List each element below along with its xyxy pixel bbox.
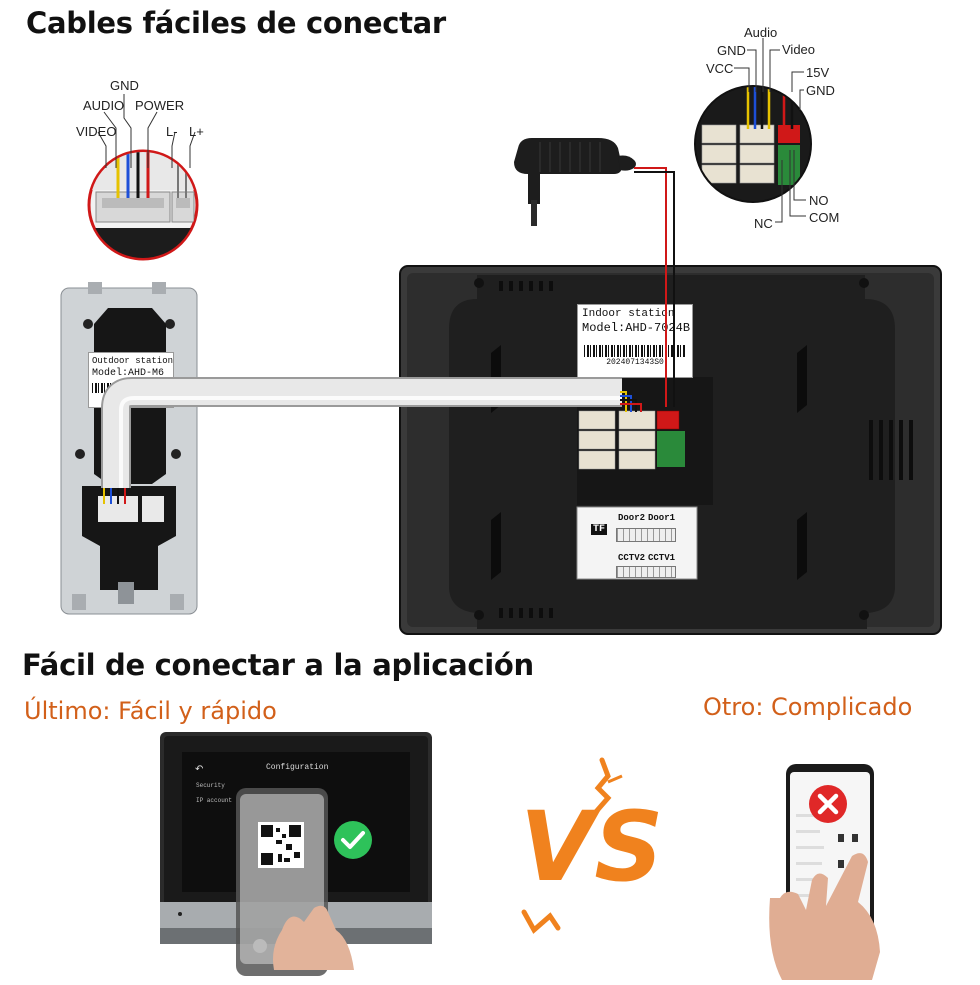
section-title-cables: Cables fáciles de conectar	[26, 6, 446, 40]
screen-back-icon: ↶	[195, 764, 204, 775]
indoor-label-gnd: GND	[717, 43, 746, 58]
indoor-label-nc: NC	[754, 216, 773, 231]
outdoor-label-audio: AUDIO	[83, 98, 125, 113]
indoor-tag-line1: Indoor station	[582, 308, 675, 320]
screen-row-ip: IP account	[196, 797, 233, 804]
indoor-label-15v: 15V	[806, 65, 830, 80]
screen-row-security: Security	[196, 782, 225, 789]
outdoor-tag-line2: Model:AHD-M6	[92, 368, 165, 379]
port-label-cctv1: CCTV1	[648, 553, 676, 563]
vs-graphic: VS	[510, 752, 663, 942]
port-row-cctv	[616, 566, 676, 578]
screen-title: Configuration	[266, 763, 329, 772]
outdoor-label-video: VIDEO	[76, 124, 117, 139]
port-label-tf: TF	[591, 524, 608, 535]
indoor-tag-barcode	[584, 345, 686, 357]
section-title-app: Fácil de conectar a la aplicación	[22, 648, 534, 682]
indoor-label-com: COM	[809, 210, 840, 225]
outdoor-label-lminus: L-	[166, 124, 178, 139]
indoor-label-vcc: VCC	[706, 61, 734, 76]
outdoor-label-gnd: GND	[110, 78, 139, 93]
indoor-label-no: NO	[809, 193, 829, 208]
check-icon	[333, 820, 373, 860]
indoor-tag-serial: 2024071343S0	[606, 358, 664, 367]
caption-complicated: Otro: Complicado	[703, 693, 913, 721]
caption-easy-fast: Último: Fácil y rápido	[24, 697, 277, 725]
port-label-door2: Door2	[618, 513, 646, 523]
hand-left	[272, 890, 362, 980]
indoor-monitor-device	[399, 265, 942, 635]
power-adapter	[510, 134, 650, 234]
outdoor-tag-line1: Outdoor station	[92, 356, 174, 366]
indoor-label-gnd2: GND	[806, 83, 835, 98]
port-row-doors	[616, 528, 676, 542]
cross-icon	[808, 784, 848, 824]
port-label-cctv2: CCTV2	[618, 553, 646, 563]
port-label-door1: Door1	[648, 513, 676, 523]
outdoor-connector-zoom	[87, 149, 199, 261]
outdoor-label-lplus: L+	[189, 124, 204, 139]
indoor-label-video: Video	[782, 42, 816, 57]
hand-right	[769, 848, 910, 980]
vs-text: VS	[520, 791, 663, 903]
indoor-tag-line2: Model:AHD-7024B	[582, 321, 691, 335]
indoor-label-audio: Audio	[744, 25, 778, 40]
outdoor-label-power: POWER	[135, 98, 185, 113]
